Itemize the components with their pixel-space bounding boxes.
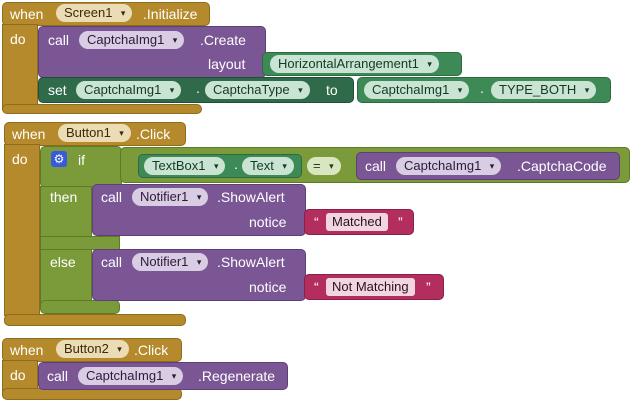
chevron-down-icon: ▾ — [427, 59, 432, 69]
to-captchaimg1-dropdown-label: CaptchaImg1 — [372, 82, 450, 97]
open-quote-icon: “ — [314, 279, 319, 295]
do-label: do — [10, 31, 26, 47]
event-name-label: .Initialize — [143, 6, 198, 22]
dot-label: . — [480, 80, 484, 96]
captchacode-label: .CaptchaCode — [517, 158, 607, 174]
button1-click-footer — [4, 314, 186, 326]
if-block-mid — [40, 236, 120, 250]
matched-text-field[interactable]: Matched — [326, 213, 388, 231]
text-property-dropdown-label: Text — [250, 158, 274, 173]
do-label: do — [10, 367, 26, 383]
chevron-down-icon: ▾ — [196, 192, 202, 202]
showalert-label: .ShowAlert — [217, 254, 285, 270]
method-name-label: .Create — [200, 32, 246, 48]
matched-text-value: Matched — [332, 214, 382, 229]
event-name-label: .Click — [134, 342, 169, 358]
when-label: when — [10, 342, 44, 358]
screen1-dropdown[interactable]: Screen1 ▾ — [56, 4, 133, 22]
chevron-down-icon: ▾ — [196, 257, 202, 267]
chevron-down-icon: ▾ — [457, 85, 463, 95]
set-captchaimg1-dropdown[interactable]: CaptchaImg1 ▾ — [76, 81, 182, 99]
dot-label: . — [196, 80, 200, 96]
not-matching-text-value: Not Matching — [332, 279, 409, 294]
set-label: set — [48, 82, 67, 98]
when-label: when — [12, 126, 46, 142]
to-label: to — [326, 82, 338, 98]
text-property-dropdown[interactable]: Text ▾ — [242, 157, 294, 175]
chevron-down-icon: ▾ — [120, 8, 126, 18]
call-label: call — [101, 254, 123, 270]
call-label: call — [365, 158, 387, 174]
notifier1-dropdown-label: Notifier1 — [140, 189, 189, 204]
captchatype-property-dropdown[interactable]: CaptchaType ▾ — [205, 81, 310, 99]
textbox1-dropdown[interactable]: TextBox1 ▾ — [144, 157, 226, 175]
close-quote-icon: ” — [426, 279, 431, 295]
textbox1-dropdown-label: TextBox1 — [152, 158, 206, 173]
set-captchaimg1-dropdown-label: CaptchaImg1 — [84, 82, 162, 97]
chevron-down-icon: ▾ — [489, 161, 495, 171]
captchaimg1-dropdown[interactable]: CaptchaImg1 ▾ — [78, 367, 184, 385]
notifier1-dropdown-label: Notifier1 — [140, 254, 189, 269]
button1-dropdown-label: Button1 — [66, 125, 111, 140]
captchaimg1-dropdown[interactable]: CaptchaImg1 ▾ — [396, 157, 502, 175]
captchaimg1-dropdown[interactable]: CaptchaImg1 ▾ — [79, 31, 185, 49]
button2-click-event-block[interactable] — [2, 338, 182, 362]
chevron-down-icon: ▾ — [213, 161, 219, 171]
horizontalarrangement1-dropdown-label: HorizontalArrangement1 — [278, 56, 419, 71]
type-both-dropdown[interactable]: TYPE_BOTH ▾ — [491, 81, 597, 99]
notice-param-label: notice — [249, 279, 287, 295]
compare-operator-dropdown[interactable]: = ▾ — [307, 157, 341, 175]
button1-dropdown[interactable]: Button1 ▾ — [58, 124, 131, 142]
chevron-down-icon: ▾ — [584, 85, 590, 95]
chevron-down-icon: ▾ — [171, 371, 177, 381]
chevron-down-icon: ▾ — [117, 344, 122, 354]
captchatype-property-dropdown-label: CaptchaType — [213, 82, 290, 97]
dot-label: . — [234, 156, 238, 172]
chevron-down-icon: ▾ — [298, 85, 303, 95]
horizontalarrangement1-dropdown[interactable]: HorizontalArrangement1 ▾ — [270, 55, 439, 73]
notifier1-dropdown[interactable]: Notifier1 ▾ — [132, 253, 209, 271]
chevron-down-icon: ▾ — [119, 128, 124, 138]
chevron-down-icon: ▾ — [282, 161, 287, 171]
button1-click-do-bar — [4, 144, 40, 316]
notifier1-dropdown[interactable]: Notifier1 ▾ — [132, 188, 209, 206]
close-quote-icon: ” — [398, 214, 403, 230]
chevron-down-icon: ▾ — [169, 85, 175, 95]
regenerate-label: .Regenerate — [198, 368, 276, 384]
showalert-label: .ShowAlert — [217, 189, 285, 205]
screen1-initialize-footer — [2, 104, 202, 114]
button2-dropdown[interactable]: Button2 ▾ — [56, 340, 129, 358]
button2-dropdown-label: Button2 — [64, 341, 109, 356]
gear-icon[interactable]: ⚙ — [51, 151, 67, 167]
to-captchaimg1-dropdown[interactable]: CaptchaImg1 ▾ — [364, 81, 470, 99]
layout-param-label: layout — [208, 56, 246, 72]
captchaimg1-dropdown-label: CaptchaImg1 — [87, 32, 165, 47]
open-quote-icon: “ — [314, 214, 319, 230]
screen1-dropdown-label: Screen1 — [64, 5, 113, 20]
if-label: if — [78, 152, 85, 168]
captchaimg1-dropdown-label: CaptchaImg1 — [404, 158, 482, 173]
notice-param-label: notice — [249, 214, 287, 230]
screen1-initialize-do-bar — [2, 24, 38, 110]
if-block-footer — [40, 300, 120, 314]
call-label: call — [48, 32, 70, 48]
when-label: when — [10, 6, 44, 22]
type-both-dropdown-label: TYPE_BOTH — [499, 82, 577, 97]
call-label: call — [101, 189, 123, 205]
then-label: then — [50, 189, 78, 205]
not-matching-text-field[interactable]: Not Matching — [326, 278, 415, 296]
do-label: do — [12, 151, 28, 167]
compare-operator-dropdown-label: = — [313, 158, 321, 173]
captchaimg1-dropdown-label: CaptchaImg1 — [86, 368, 164, 383]
call-label: call — [47, 368, 69, 384]
else-label: else — [50, 254, 76, 270]
chevron-down-icon: ▾ — [329, 161, 334, 171]
event-name-label: .Click — [136, 126, 171, 142]
chevron-down-icon: ▾ — [172, 35, 178, 45]
